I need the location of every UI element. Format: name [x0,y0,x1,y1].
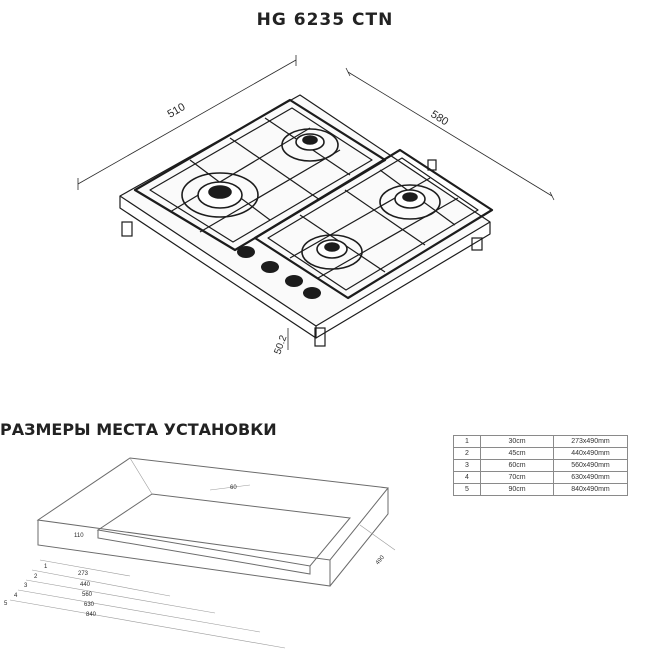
cutout-front-label: 110 [74,533,84,539]
level-label: 3 [24,583,28,589]
hob-size: 70cm [480,471,554,484]
hob-size: 45cm [480,447,554,460]
level-label: 4 [14,593,18,599]
cutout-depth-label: 490 [375,554,386,566]
row-number: 5 [453,483,481,496]
hob-size: 60cm [480,459,554,472]
hob-size: 30cm [480,435,554,448]
level-label: 5 [4,601,8,607]
width-label: 560 [82,592,93,598]
width-label: 273 [78,571,89,577]
cutout-top-label: 60 [230,485,237,491]
table-row: 3 60cm 560x490mm [453,459,628,472]
cutout-size: 560x490mm [553,459,628,472]
cutout-size: 840x490mm [553,483,628,496]
hob-size: 90cm [480,483,554,496]
table-row: 1 30cm 273x490mm [453,435,628,448]
cutout-size-table: 1 30cm 273x490mm 2 45cm 440x490mm 3 60cm… [453,435,628,496]
level-label: 1 [44,564,48,570]
cutout-size: 630x490mm [553,471,628,484]
table-row: 5 90cm 840x490mm [453,483,628,496]
cutout-size: 273x490mm [553,435,628,448]
row-number: 2 [453,447,481,460]
table-row: 2 45cm 440x490mm [453,447,628,460]
installation-heading: РАЗМЕРЫ МЕСТА УСТАНОВКИ [0,420,277,439]
table-row: 4 70cm 630x490mm [453,471,628,484]
row-number: 3 [453,459,481,472]
width-label: 840 [86,612,97,618]
width-label: 630 [84,602,95,608]
row-number: 4 [453,471,481,484]
cutout-size: 440x490mm [553,447,628,460]
width-label: 440 [80,582,91,588]
level-label: 2 [34,574,38,580]
row-number: 1 [453,435,481,448]
product-title: HG 6235 CTN [256,10,394,30]
